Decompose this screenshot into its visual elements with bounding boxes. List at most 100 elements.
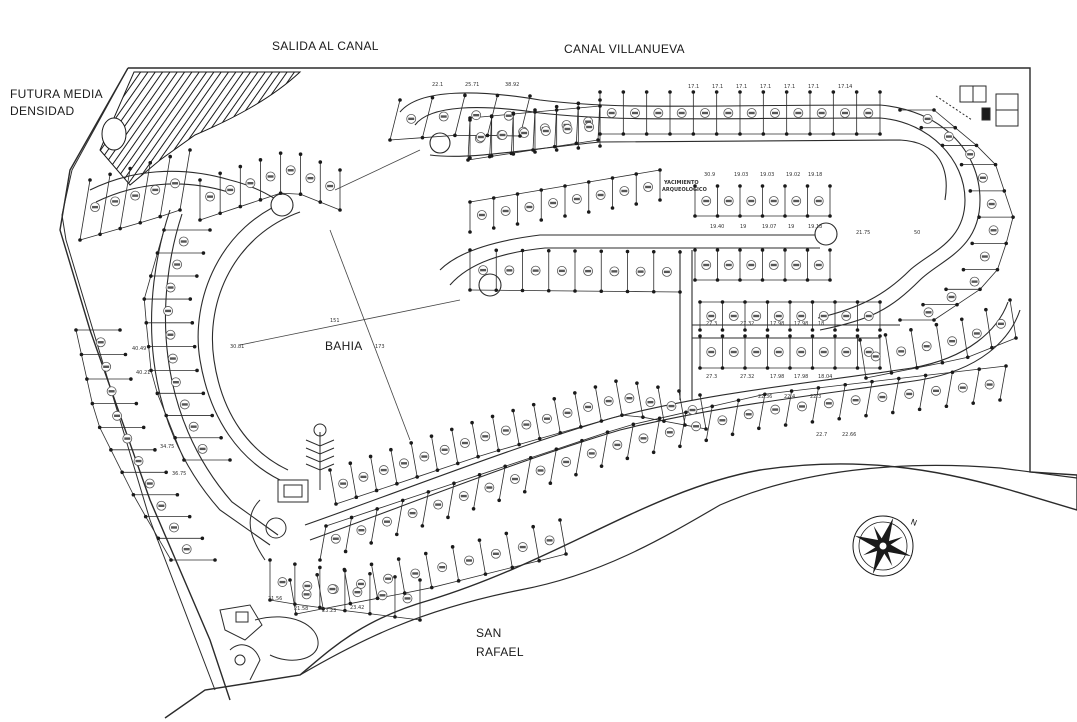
lot-number-mark — [435, 503, 442, 506]
lot-divider — [402, 491, 429, 501]
lot-divider — [492, 416, 499, 451]
dim-label: 27.32 — [740, 374, 754, 380]
lot-corner-node — [715, 184, 720, 188]
lot-corner-node — [974, 143, 979, 148]
dim-label: 22.36 — [758, 394, 772, 400]
lot-corner-node — [662, 419, 666, 423]
san-rafael-label: SAN RAFAEL — [476, 625, 524, 661]
lot-corner-node — [921, 302, 925, 307]
lot-corner-node — [546, 288, 551, 293]
lot-divider — [344, 610, 370, 615]
lot-corner-node — [691, 90, 696, 94]
lot-number-mark — [719, 419, 726, 422]
lot-corner-node — [294, 612, 298, 616]
lot-corner-node — [456, 579, 461, 583]
lot-divider — [556, 107, 579, 111]
lot-corner-node — [783, 278, 787, 282]
lot-divider — [845, 381, 873, 386]
lot-divider — [396, 476, 418, 485]
lot-corner-node — [178, 208, 182, 212]
lot-corner-node — [528, 94, 532, 98]
dim-label: 40.49 — [132, 346, 146, 352]
lot-corner-node — [368, 571, 372, 576]
lot-divider — [564, 181, 589, 187]
dim-label: 50 — [914, 230, 920, 236]
lot-corner-node — [598, 90, 602, 94]
lot-divider — [615, 381, 623, 416]
lot-number-mark — [923, 345, 930, 348]
lot-number-mark — [988, 202, 995, 206]
lot-corner-node — [142, 297, 147, 301]
lot-number-mark — [409, 511, 416, 515]
lot-corner-node — [348, 461, 353, 466]
lot-corner-node — [210, 413, 215, 418]
lot-corner-node — [720, 334, 725, 338]
lot-number-mark — [933, 389, 940, 393]
lot-divider — [679, 412, 687, 447]
lot-corner-node — [990, 345, 994, 350]
lot-corner-node — [828, 214, 832, 218]
lot-corner-node — [677, 389, 681, 393]
lot-corner-node — [338, 168, 342, 172]
lot-corner-node — [343, 549, 348, 554]
lot-divider — [933, 109, 956, 129]
lot-divider — [351, 508, 378, 518]
lot-number-mark — [169, 357, 176, 360]
lot-number-mark — [401, 462, 408, 465]
lot-corner-node — [400, 498, 405, 503]
lot-divider — [479, 540, 486, 575]
lot-corner-node — [228, 458, 232, 462]
dim-label: 17.1 — [712, 84, 723, 90]
lot-corner-node — [278, 191, 283, 195]
cul-de-sacs — [270, 132, 838, 297]
lot-corner-node — [765, 334, 770, 338]
lot-corner-node — [190, 321, 195, 325]
lot-number-mark — [640, 437, 647, 440]
lot-divider — [260, 192, 281, 201]
dim-label: 19.18 — [808, 224, 822, 230]
lot-divider — [764, 390, 792, 395]
lot-divider — [601, 414, 623, 422]
lot-corner-node — [1004, 241, 1008, 246]
lot-divider — [979, 365, 1007, 370]
lot-corner-node — [334, 502, 338, 506]
lot-corner-node — [162, 228, 166, 232]
lot-corner-node — [268, 598, 272, 602]
dim-label: 18 — [818, 321, 824, 327]
lot-corner-node — [783, 214, 787, 218]
lot-divider — [791, 387, 819, 392]
lot-divider — [140, 216, 161, 224]
dim-label: 19.40 — [710, 224, 724, 230]
lot-number-mark — [585, 405, 592, 409]
lot-divider — [891, 367, 918, 374]
lot-corner-node — [489, 114, 494, 118]
dim-label: 22.1 — [432, 82, 443, 88]
lot-divider — [421, 491, 429, 526]
lot-number-mark — [770, 263, 777, 267]
lot-divider — [150, 252, 158, 277]
lot-number-mark — [689, 408, 696, 412]
lot-corner-node — [738, 214, 742, 218]
lot-number-mark — [135, 459, 142, 463]
lot-corner-node — [108, 172, 112, 177]
lot-number-mark — [171, 526, 178, 529]
compass-north-label: N — [909, 517, 918, 528]
lot-number-mark — [614, 443, 621, 447]
lot-corner-node — [598, 104, 602, 108]
lot-divider — [289, 579, 297, 615]
lot-number-mark — [925, 311, 932, 314]
lot-corner-node — [131, 492, 136, 497]
lot-divider — [377, 500, 403, 510]
lot-number-mark — [172, 182, 179, 185]
lot-corner-node — [468, 248, 472, 252]
lot-number-mark — [97, 341, 104, 344]
lot-number-mark — [948, 295, 955, 299]
lot-corner-node — [940, 360, 945, 365]
dim-label: 34.75 — [160, 444, 174, 450]
lot-number-mark — [537, 469, 544, 472]
lot-corner-node — [891, 410, 895, 415]
lot-corner-node — [430, 95, 435, 100]
lot-divider — [553, 398, 561, 433]
lot-corner-node — [388, 138, 392, 142]
lot-divider — [859, 339, 867, 379]
